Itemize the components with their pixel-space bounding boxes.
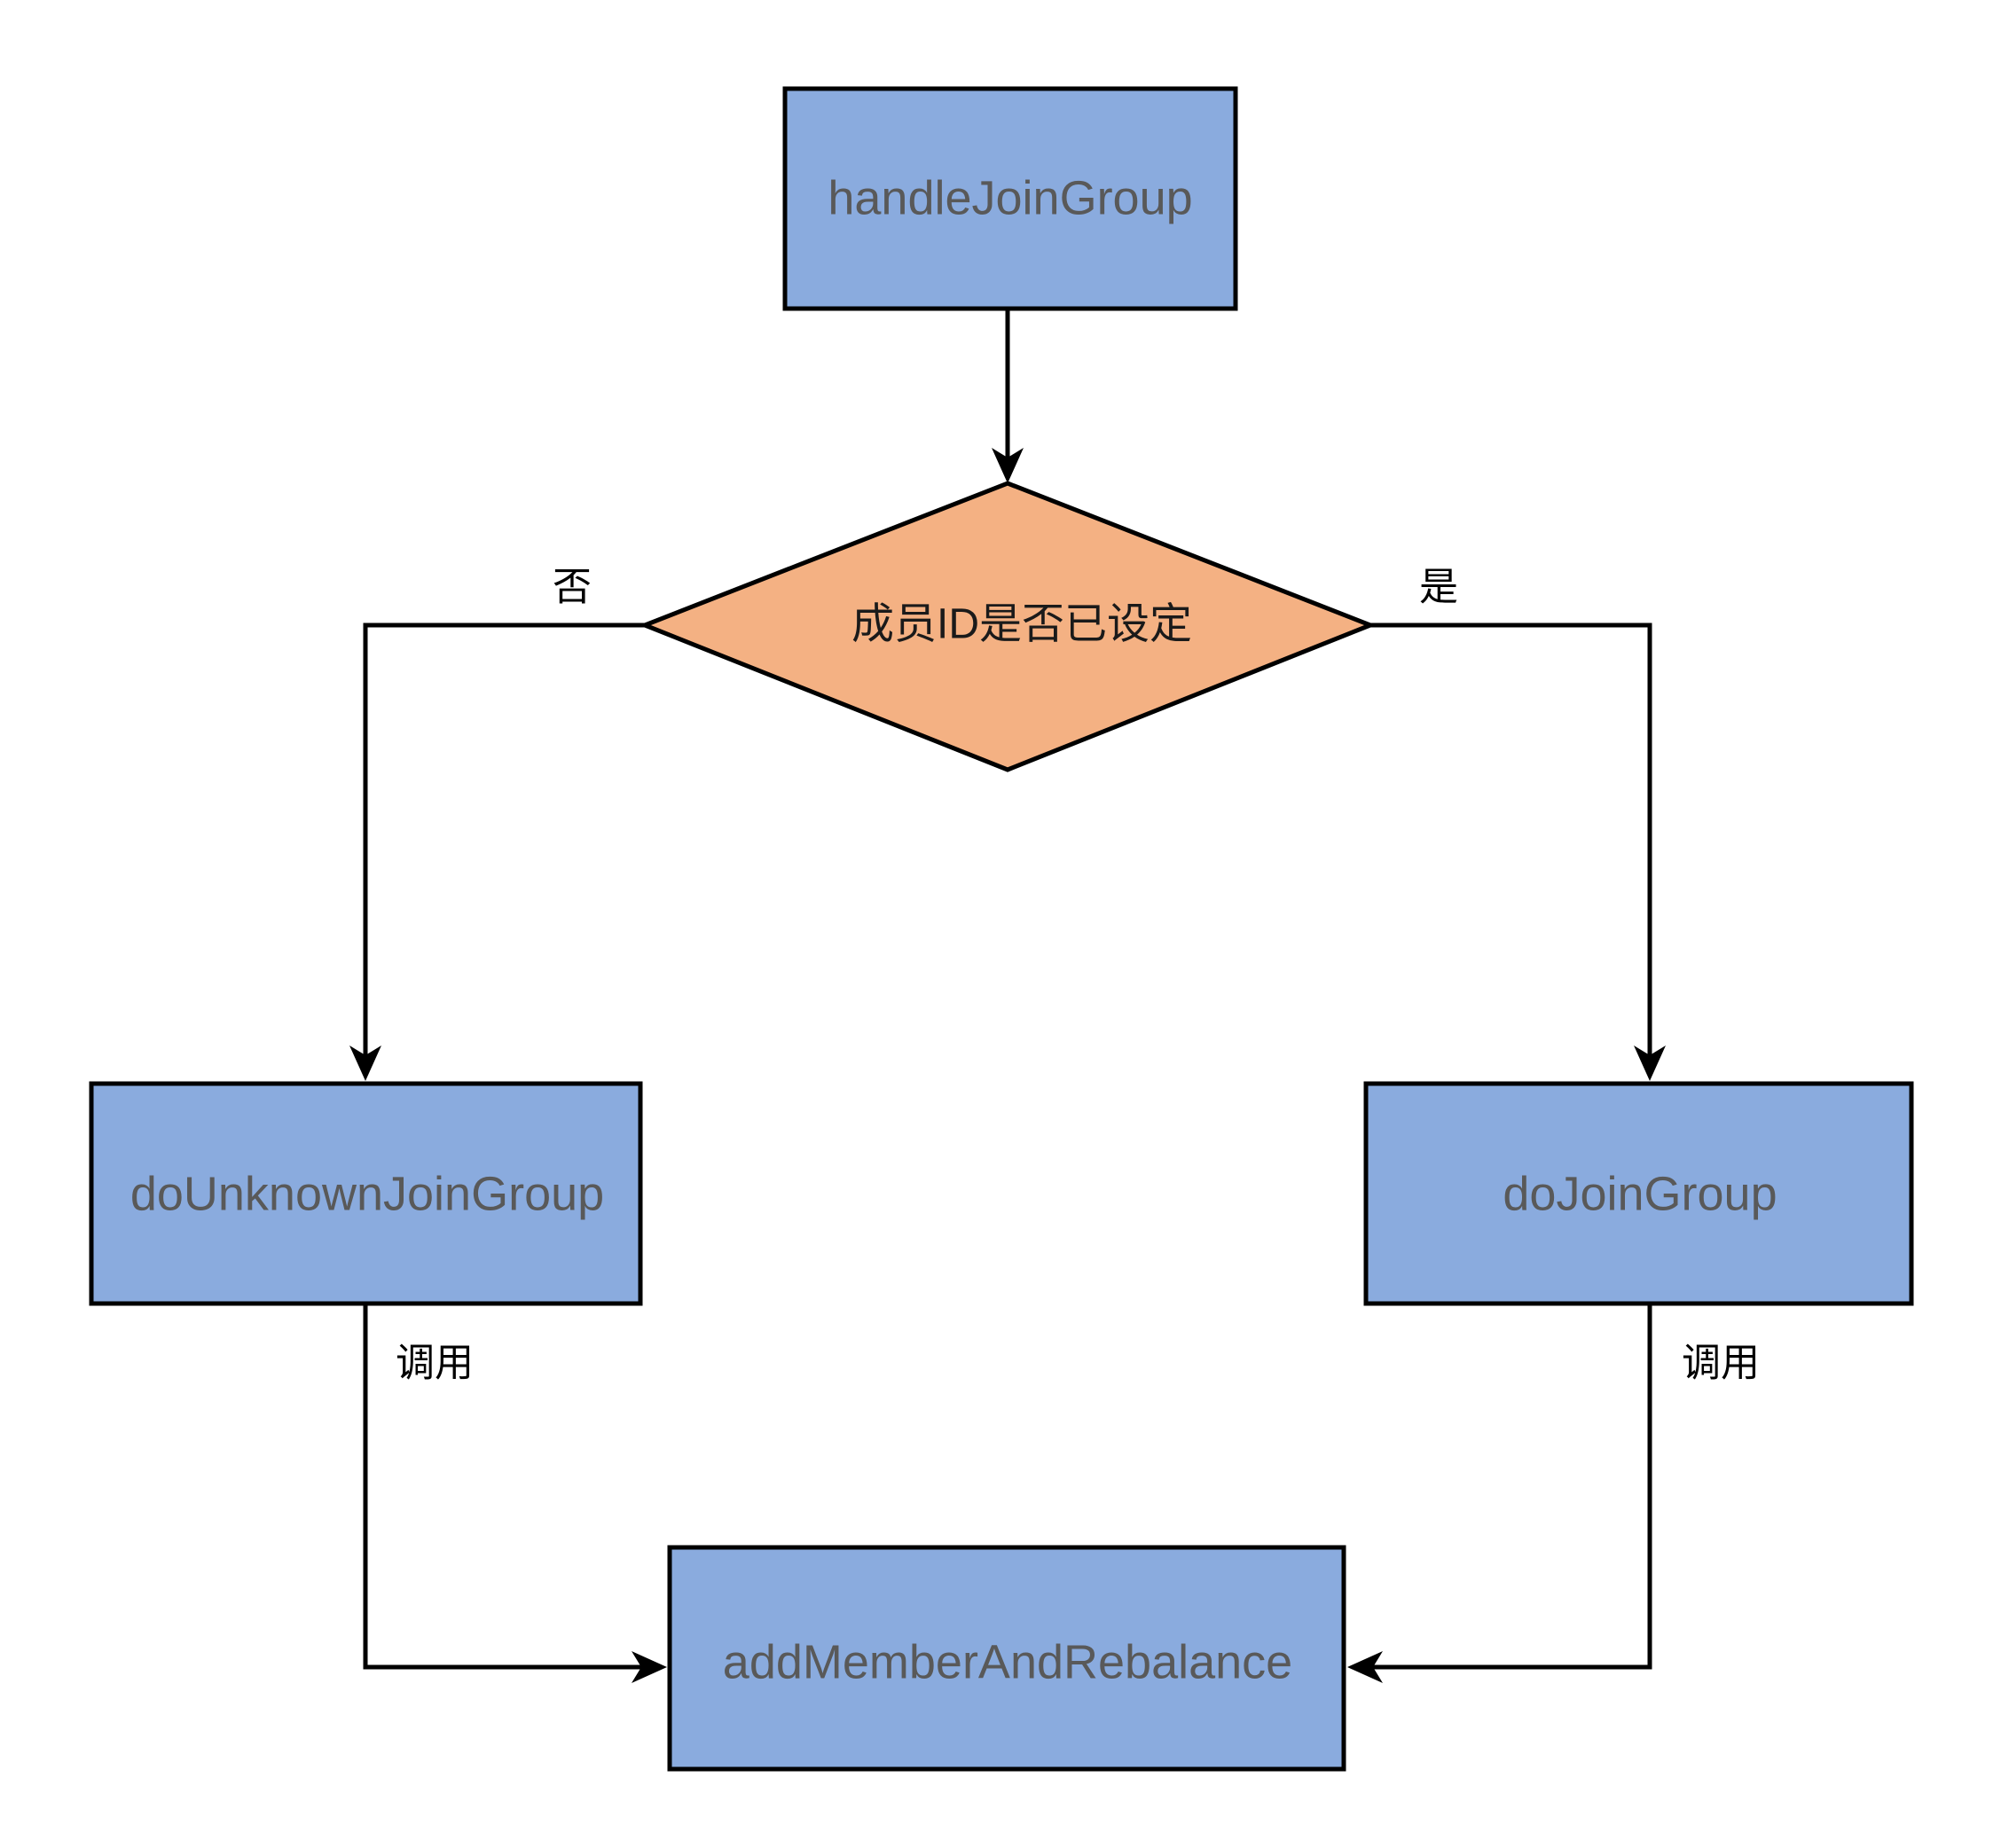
edge-decision-no-to-dounknownjoingroup: 否 (349, 566, 645, 1081)
edge-line (363, 1305, 646, 1670)
edge-label-yes: 是 (1419, 566, 1458, 609)
node-shape-rectangle (667, 1545, 1346, 1772)
arrow-head-right-icon (632, 1651, 667, 1683)
edge-dounknownjoingroup-to-addmemberandrebalance: 调用 (363, 1305, 667, 1683)
node-shape-diamond (639, 481, 1377, 772)
edge-line (363, 623, 645, 1062)
arrow-head-down-icon (1634, 1045, 1666, 1081)
node-label-dounknownjoingroup: doUnknownJoinGroup (130, 1167, 604, 1220)
edge-label-invoke-right: 调用 (1682, 1342, 1760, 1385)
node-shape-rectangle (1363, 1081, 1914, 1306)
edge-handlejoingroup-to-decision (992, 310, 1024, 483)
edge-decision-yes-to-dojoingroup: 是 (1370, 566, 1666, 1081)
node-label-handlejoingroup: handleJoinGroup (828, 171, 1192, 224)
node-label-addmemberandrebalance: addMemberAndRebalance (723, 1635, 1292, 1688)
node-shape-rectangle (89, 1081, 643, 1306)
node-addmemberandrebalance[interactable]: addMemberAndRebalance (667, 1545, 1346, 1772)
node-dounknownjoingroup[interactable]: doUnknownJoinGroup (89, 1081, 643, 1306)
node-handlejoingroup[interactable]: handleJoinGroup (782, 86, 1238, 311)
node-label-dojoingroup: doJoinGroup (1503, 1167, 1777, 1220)
node-dojoingroup[interactable]: doJoinGroup (1363, 1081, 1914, 1306)
node-memberidcheck[interactable]: 成员ID是否已设定 (639, 481, 1377, 772)
arrow-head-down-icon (349, 1045, 381, 1081)
edge-dojoingroup-to-addmemberandrebalance: 调用 (1347, 1305, 1760, 1683)
edge-label-invoke-left: 调用 (396, 1342, 474, 1385)
edge-line (1370, 623, 1652, 1062)
edge-label-no: 否 (553, 566, 592, 609)
arrow-head-down-icon (992, 448, 1024, 483)
node-label-memberidcheck: 成员ID是否已设定 (851, 601, 1192, 648)
node-shape-rectangle (782, 86, 1238, 311)
edge-line (1369, 1305, 1652, 1670)
arrow-head-left-icon (1347, 1651, 1383, 1683)
